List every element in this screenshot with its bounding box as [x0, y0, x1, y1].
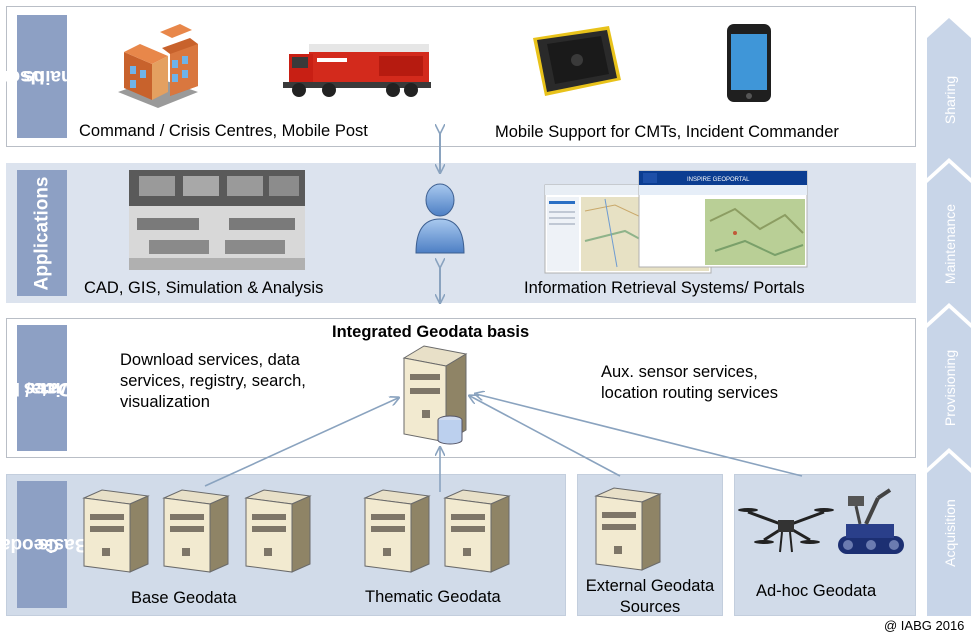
- chevron-provisioning: [927, 308, 971, 468]
- geoportal-screenshot-image: INSPIRE GEOPORTAL: [544, 170, 808, 274]
- services-left-line-1: Download services, data: [120, 351, 300, 369]
- services-label: Data/ Netw.Services: [0, 325, 102, 451]
- adhoc-geodata-label: Ad-hoc Geodata: [756, 582, 877, 600]
- applications-caption-left: CAD, GIS, Simulation & Analysis: [84, 279, 324, 297]
- rugged-tablet-icon: [533, 26, 621, 96]
- base-geodata-server-icon-2: [162, 489, 230, 573]
- geodata-basis-label: GeodataBasis: [0, 481, 88, 608]
- services-right-line-1: Aux. sensor services,: [601, 363, 758, 381]
- external-geodata-server-icon: [594, 487, 662, 571]
- user-domains-caption-left: Command / Crisis Centres, Mobile Post: [79, 122, 368, 140]
- arrow-base-to-server: [204, 398, 398, 487]
- user-domains-caption-right: Mobile Support for CMTs, Incident Comman…: [495, 123, 839, 141]
- external-geodata-label-line-2: Sources: [619, 598, 681, 616]
- arrow-external-to-server: [470, 396, 621, 477]
- user-domains-label: User,Domains: [0, 15, 103, 138]
- drone-icon: [738, 508, 834, 553]
- integrated-server-icon: [402, 345, 468, 445]
- thematic-geodata-server-icon-1: [363, 489, 431, 573]
- portal-banner-text: INSPIRE GEOPORTAL: [687, 177, 750, 183]
- services-left-line-3: visualization: [120, 393, 210, 411]
- thematic-geodata-server-icon-2: [443, 489, 511, 573]
- command-centre-building-icon: [118, 24, 198, 108]
- services-left-line-2: services, registry, search,: [120, 372, 306, 390]
- chevron-sharing: [927, 18, 971, 178]
- applications-caption-right: Information Retrieval Systems/ Portals: [524, 279, 805, 297]
- arrow-adhoc-to-server: [476, 394, 803, 477]
- control-room-image: [129, 170, 305, 270]
- chevron-maintenance: [927, 163, 971, 323]
- base-geodata-server-icon-1: [82, 489, 150, 573]
- mobile-post-truck-icon: [283, 44, 431, 97]
- external-geodata-label-line-1: External Geodata: [585, 577, 715, 595]
- applications-label: Applications: [17, 170, 67, 296]
- ground-robot-icon: [838, 488, 904, 554]
- chevron-acquisition: [927, 453, 971, 616]
- integrated-geodata-title: Integrated Geodata basis: [332, 323, 530, 341]
- user-person-icon: [415, 183, 465, 254]
- services-right-line-2: location routing services: [601, 384, 779, 402]
- lifecycle-chevron-column: [927, 18, 971, 616]
- thematic-geodata-label: Thematic Geodata: [365, 588, 501, 606]
- base-geodata-label: Base Geodata: [131, 589, 237, 607]
- smartphone-icon: [727, 24, 771, 102]
- copyright-text: @ IABG 2016: [884, 618, 965, 633]
- base-geodata-server-icon-3: [244, 489, 312, 573]
